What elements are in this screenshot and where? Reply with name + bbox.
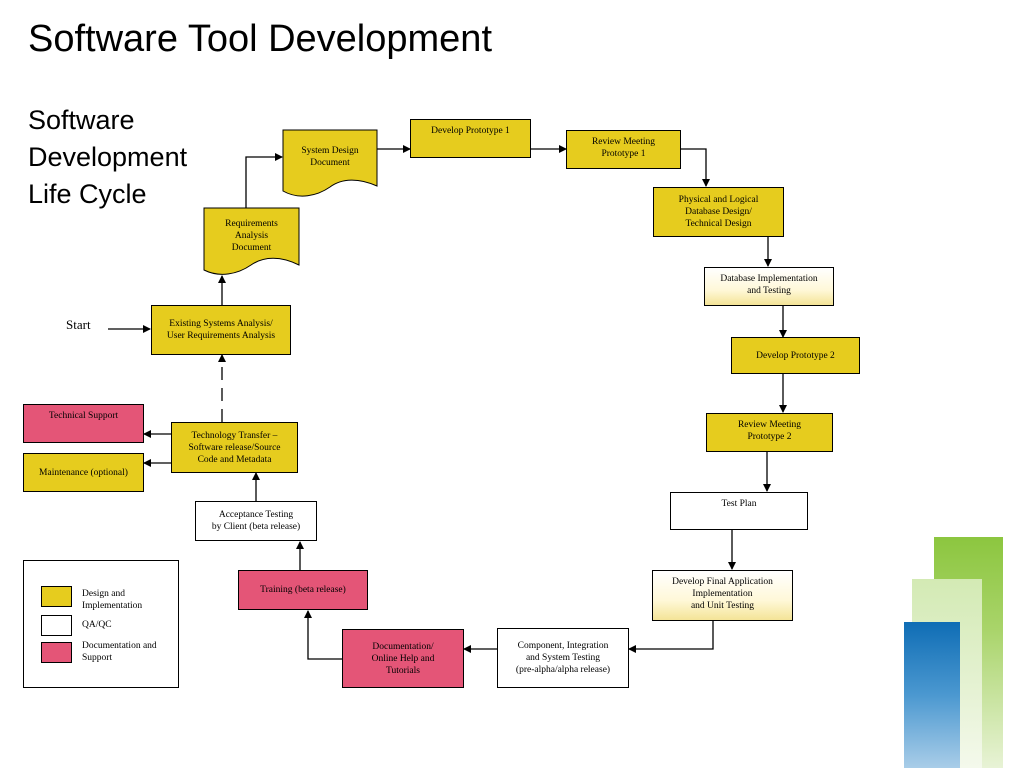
legend-label-docs: Documentation and Support (82, 641, 157, 663)
slide-title: Software Tool Development (28, 18, 492, 60)
decorative-blue-bar (904, 622, 960, 768)
legend-label-qaqc: QA/QC (82, 620, 112, 630)
system-design-document: System Design Document (301, 146, 359, 168)
subtitle-line: Software (28, 105, 135, 135)
database-implementation-box: Database Implementation and Testing (704, 267, 834, 306)
legend: Design and Implementation QA/QC Document… (23, 560, 179, 688)
requirements-analysis-document: Requirements Analysis Document (225, 219, 278, 253)
subtitle-line: Development (28, 142, 188, 172)
review-meeting-prototype-2-box: Review Meeting Prototype 2 (706, 413, 833, 452)
component-integration-testing-box: Component, Integration and System Testin… (497, 628, 629, 688)
legend-swatch-design (41, 586, 72, 607)
physical-logical-database-design-box: Physical and Logical Database Design/ Te… (653, 187, 784, 237)
technical-support-box: Technical Support (23, 404, 144, 443)
review-meeting-prototype-1-box: Review Meeting Prototype 1 (566, 130, 681, 169)
develop-prototype-2-box: Develop Prototype 2 (731, 337, 860, 374)
maintenance-box: Maintenance (optional) (23, 453, 144, 492)
arrow-final-to-component (628, 621, 714, 653)
legend-swatch-docs (41, 642, 72, 663)
training-beta-release-box: Training (beta release) (238, 570, 368, 610)
system-design-doc-shape (282, 129, 378, 197)
develop-final-application-box: Develop Final Application Implementation… (652, 570, 793, 621)
requirements-doc-shape (203, 207, 300, 275)
existing-systems-analysis-box: Existing Systems Analysis/ User Requirem… (151, 305, 291, 355)
documentation-online-help-box: Documentation/ Online Help and Tutorials (342, 629, 464, 688)
subtitle-line: Life Cycle (28, 179, 147, 209)
technology-transfer-box: Technology Transfer – Software release/S… (171, 422, 298, 473)
acceptance-testing-box: Acceptance Testing by Client (beta relea… (195, 501, 317, 541)
legend-label-design: Design and Implementation (82, 589, 143, 611)
arrow-review-1-to-physical-db (681, 148, 710, 187)
legend-swatch-qaqc (41, 615, 72, 636)
slide-subtitle: Software Development Life Cycle (28, 102, 187, 213)
start-label: Start (66, 317, 91, 332)
arrow-documentation-to-training (304, 610, 342, 660)
arrow-requirements-to-system-design (245, 153, 283, 209)
test-plan-box: Test Plan (670, 492, 808, 530)
develop-prototype-1-box: Develop Prototype 1 (410, 119, 531, 158)
